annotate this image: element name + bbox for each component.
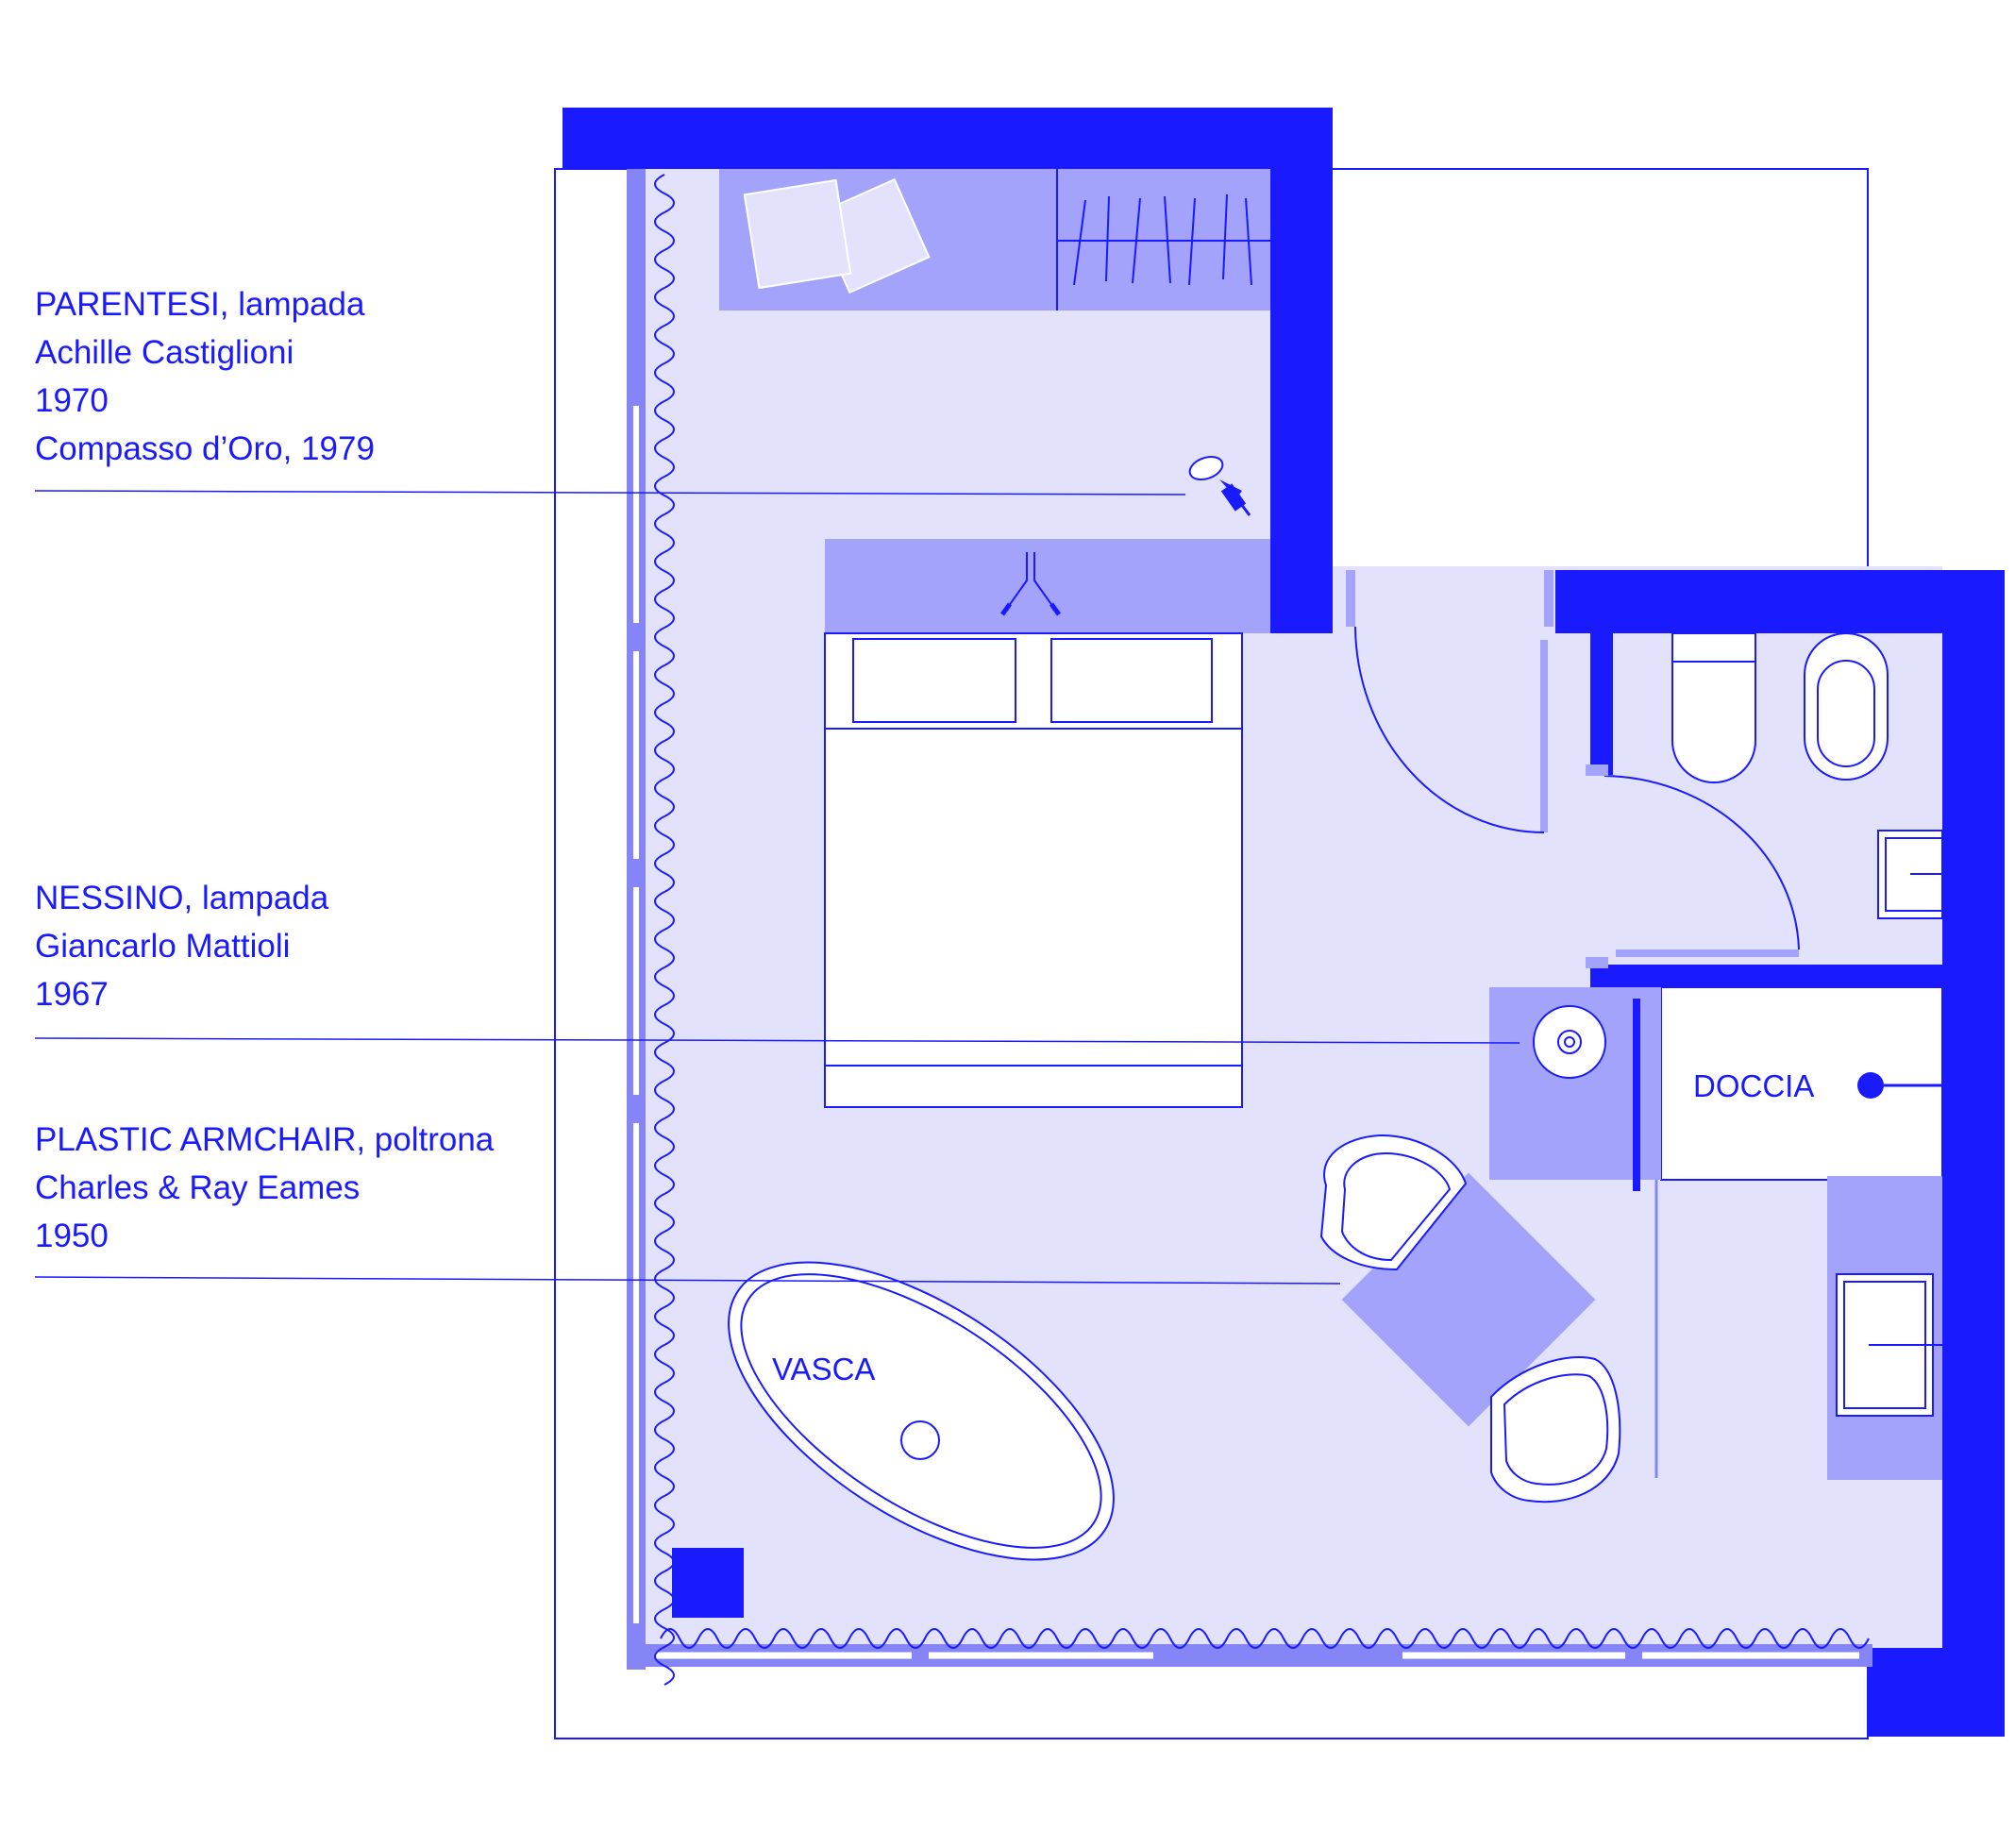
annotation-line: NESSINO, lampada (35, 880, 329, 916)
leader-line-parentesi (34, 490, 1186, 496)
toilet-icon (1671, 632, 1756, 783)
shower-area (1660, 986, 1943, 1181)
annotation-parentesi: PARENTESI, lampada Achille Castiglioni 1… (35, 280, 375, 473)
entry-door-swing (1354, 626, 1545, 833)
bathroom-door-jamb (1586, 764, 1608, 776)
glass-partition (1633, 999, 1640, 1191)
column (672, 1548, 744, 1618)
bathtub (728, 1261, 1115, 1561)
annotation-line: 1970 (35, 382, 109, 419)
annotation-line: Compasso d’Oro, 1979 (35, 430, 375, 467)
pillows-on-shelf (743, 177, 931, 294)
shower-label: DOCCIA (1693, 1068, 1814, 1103)
plastic-armchair-icon (1490, 1355, 1621, 1504)
bathtub-drain-icon (900, 1420, 940, 1460)
annotation-plastic-armchair: PLASTIC ARMCHAIR, poltrona Charles & Ray… (35, 1116, 494, 1260)
leader-line-plastic-armchair (34, 1276, 1341, 1285)
annotation-line: PLASTIC ARMCHAIR, poltrona (35, 1121, 495, 1158)
bathroom-door-swing (1604, 775, 1800, 950)
parentesi-lamp-icon (1188, 455, 1251, 516)
bathroom-door-jamb (1586, 957, 1608, 968)
bed-pillow (852, 638, 1016, 723)
shower-divider-wall (1590, 965, 1942, 987)
bath-partition-wall (1590, 633, 1613, 775)
headboard-lamps-icon (999, 552, 1062, 616)
bathtub-label: VASCA (772, 1352, 875, 1386)
headboard-panel (825, 539, 1270, 633)
annotation-line: Achille Castiglioni (35, 334, 294, 371)
bed-pillow (1050, 638, 1213, 723)
top-wall (563, 108, 1333, 633)
hangers (1073, 193, 1252, 286)
annotation-line: Charles & Ray Eames (35, 1169, 361, 1206)
leader-line-nessino (34, 1037, 1520, 1044)
bottom-curtain (660, 1628, 1870, 1649)
nessino-lamp-icon (1533, 1005, 1606, 1079)
shower-head-icon (1857, 1072, 1884, 1099)
bathroom-door-leaf (1616, 949, 1799, 957)
left-curtain (654, 174, 675, 1686)
annotation-line: 1967 (35, 976, 109, 1013)
bidet-icon (1804, 632, 1889, 781)
small-sink-icon (1877, 830, 1943, 919)
washbasin-icon (1836, 1273, 1942, 1417)
right-wall (1555, 570, 2005, 1737)
annotation-line: Giancarlo Mattioli (35, 928, 291, 965)
plastic-armchair-icon (1319, 1134, 1468, 1271)
door-jamb (1346, 570, 1355, 627)
door-jamb (1544, 570, 1553, 627)
annotation-line: PARENTESI, lampada (35, 286, 365, 323)
annotation-line: 1950 (35, 1218, 109, 1254)
entry-door-leaf (1540, 640, 1548, 832)
annotation-nessino: NESSINO, lampada Giancarlo Mattioli 1967 (35, 874, 328, 1018)
